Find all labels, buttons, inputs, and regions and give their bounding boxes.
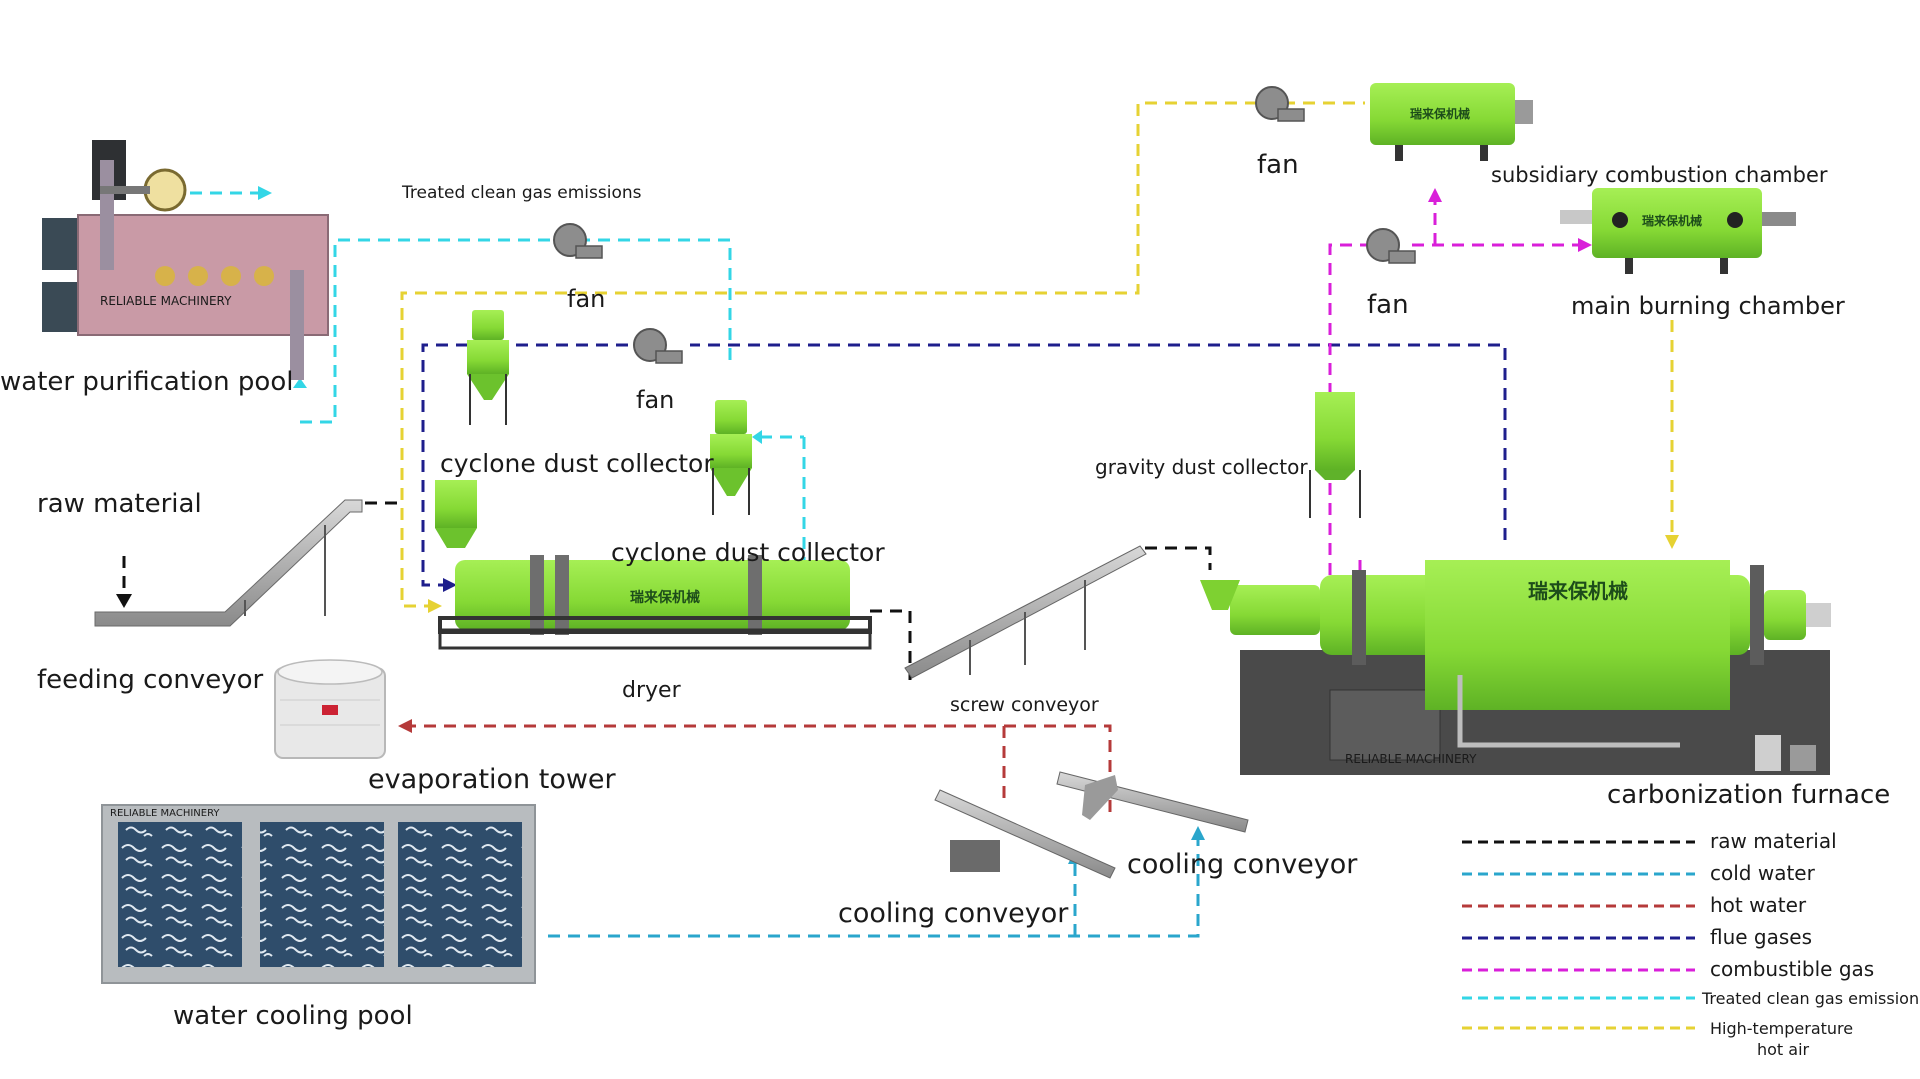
line-raw-2 — [870, 609, 912, 680]
arrow-cyclone2 — [752, 430, 762, 444]
dryer: 瑞来保机械 — [435, 480, 872, 650]
cooling-conveyor-2 — [1056, 771, 1249, 833]
label-treated-emissions: Treated clean gas emissions — [401, 183, 642, 203]
label-fan-top-right: fan — [1257, 150, 1299, 180]
arrow-hot-air-furnace — [1665, 535, 1679, 549]
cooling-pool-brand: RELIABLE MACHINERY — [110, 808, 220, 819]
legend-label-0: raw material — [1710, 829, 1837, 853]
label-water-cooling-pool: water cooling pool — [173, 1001, 413, 1031]
carbonization-furnace: 瑞来保机械 RELIABLE MACHINERY — [1200, 560, 1831, 775]
gravity-dust-collector — [1309, 392, 1361, 518]
arrow-treated-out — [258, 186, 272, 200]
line-cold-water — [548, 838, 1200, 938]
cyclone-dust-collector-2 — [710, 400, 752, 515]
label-dryer: dryer — [622, 678, 682, 703]
label-fan-mid: fan — [636, 386, 674, 414]
fan-icon-right — [1366, 228, 1416, 264]
arrow-hot-water-tower — [398, 719, 412, 733]
arrow-cold-2 — [1191, 826, 1205, 840]
line-raw-3 — [1145, 546, 1212, 570]
label-main-chamber: main burning chamber — [1571, 292, 1845, 320]
fan-icon-top-right — [1255, 86, 1305, 122]
legend-label-6: High-temperature — [1710, 1019, 1853, 1038]
line-hot-air-2 — [400, 101, 1257, 608]
arrow-comb-main — [1578, 238, 1592, 252]
legend-label-3: flue gases — [1710, 925, 1812, 949]
labels: water purification pool Treated clean ga… — [0, 150, 1890, 1031]
main-burning-chamber: 瑞来保机械 — [1560, 188, 1796, 274]
line-flue-2 — [421, 343, 628, 587]
cyclone-dust-collector-1 — [467, 310, 509, 425]
label-cyclone-2: cyclone dust collector — [611, 538, 885, 567]
main-chamber-brand: 瑞来保机械 — [1642, 213, 1702, 228]
label-screw-conveyor: screw conveyor — [950, 694, 1099, 716]
line-flue-1 — [690, 343, 1507, 540]
legend-label-1: cold water — [1710, 861, 1816, 885]
label-feeding-conveyor: feeding conveyor — [37, 665, 263, 695]
fan-icon-mid — [633, 328, 683, 364]
label-fan-top-left: fan — [567, 285, 605, 313]
label-evaporation-tower: evaporation tower — [368, 764, 617, 795]
legend-label-6-line2: hot air — [1757, 1040, 1810, 1059]
subsidiary-combustion-chamber: 瑞来保机械 — [1370, 83, 1533, 161]
label-cooling-conveyor-2: cooling conveyor — [1127, 849, 1358, 880]
furnace-brand: 瑞来保机械 — [1528, 579, 1628, 603]
label-gravity-collector: gravity dust collector — [1095, 455, 1308, 479]
arrow-flue-dryer — [443, 578, 457, 592]
arrow-hot-air-dryer — [428, 599, 442, 613]
arrow-raw-feed — [116, 594, 132, 608]
water-purification-pool: RELIABLE MACHINERY — [42, 140, 329, 380]
cooling-conveyor-1 — [934, 789, 1116, 879]
label-fan-right: fan — [1367, 290, 1409, 320]
label-water-purification-pool: water purification pool — [0, 367, 293, 397]
label-cyclone-1: cyclone dust collector — [440, 449, 714, 478]
label-subsidiary-chamber: subsidiary combustion chamber — [1491, 163, 1828, 187]
label-carbonization-furnace: carbonization furnace — [1607, 780, 1890, 810]
fan-icon-top-left — [553, 223, 603, 259]
furnace-brand-en: RELIABLE MACHINERY — [1345, 752, 1477, 766]
pool-brand-watermark: RELIABLE MACHINERY — [100, 294, 232, 308]
screw-conveyor — [904, 545, 1147, 679]
dryer-brand: 瑞来保机械 — [630, 589, 700, 606]
arrow-treated-pool — [293, 378, 307, 388]
label-raw-material: raw material — [37, 489, 202, 519]
legend-label-4: combustible gas — [1710, 957, 1874, 981]
legend-label-5: Treated clean gas emissions — [1701, 989, 1920, 1008]
feeding-conveyor — [94, 499, 363, 627]
evaporation-tower — [274, 659, 386, 759]
label-cooling-conveyor-1: cooling conveyor — [838, 898, 1069, 929]
subsidiary-brand: 瑞来保机械 — [1410, 106, 1470, 121]
line-treated-gas-1 — [300, 238, 732, 424]
water-cooling-pool: RELIABLE MACHINERY — [101, 804, 536, 984]
legend: raw material cold water hot water flue gase… — [1462, 829, 1920, 1059]
arrow-comb-sub — [1428, 188, 1442, 202]
legend-label-2: hot water — [1710, 893, 1807, 917]
